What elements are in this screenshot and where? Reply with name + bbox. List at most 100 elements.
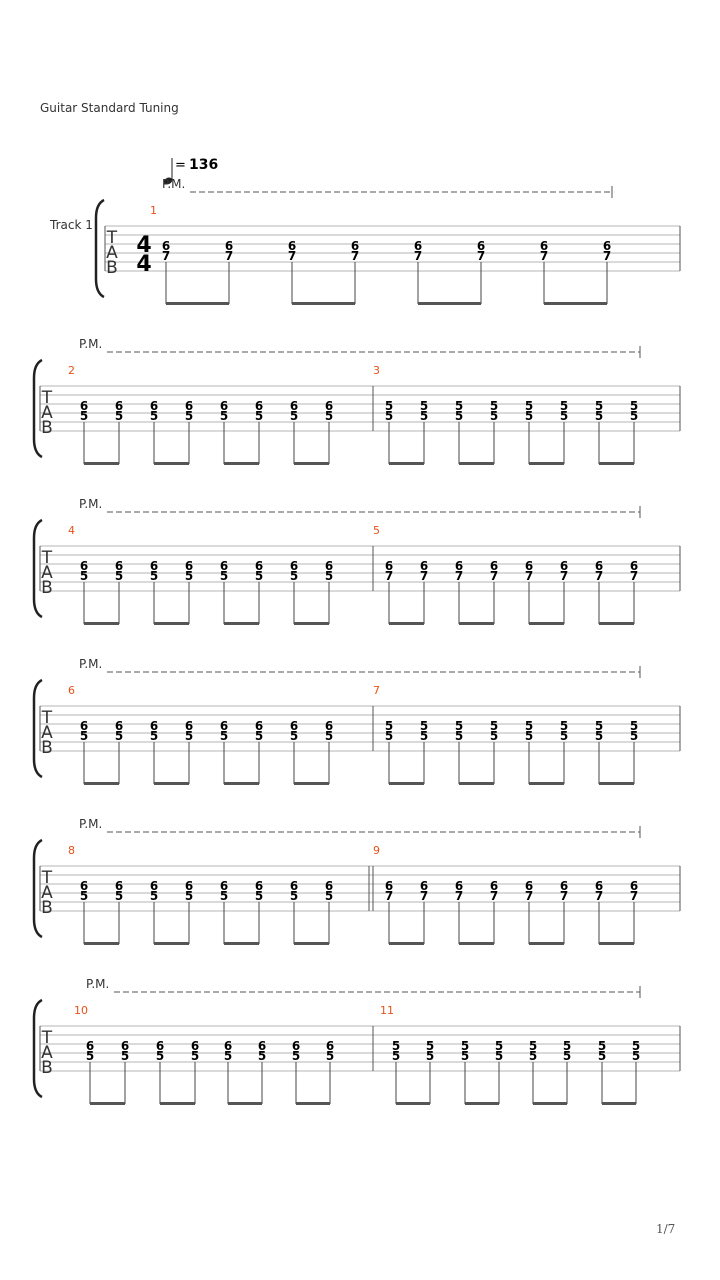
fret-number-string3: 7 [477,249,485,263]
fret-number-string3: 5 [325,889,333,903]
fret-number-string3: 5 [80,889,88,903]
fret-number-string3: 5 [255,569,263,583]
fret-number-string2: 5 [420,719,428,733]
fret-number-string2: 5 [563,1039,571,1053]
fret-number-string3: 5 [255,409,263,423]
fret-number-string2: 6 [80,559,88,573]
tab-clef-letter: B [41,898,53,918]
fret-number-string3: 5 [490,729,498,743]
fret-number-string2: 5 [598,1039,606,1053]
fret-number-string3: 5 [290,409,298,423]
fret-number-string2: 6 [80,399,88,413]
fret-number-string2: 6 [525,879,533,893]
fret-number-string2: 6 [455,879,463,893]
fret-number-string2: 6 [455,559,463,573]
fret-number-string2: 6 [525,559,533,573]
fret-number-string2: 6 [477,239,485,253]
fret-number-string3: 5 [80,409,88,423]
fret-number-string3: 5 [115,889,123,903]
fret-number-string2: 6 [560,879,568,893]
fret-number-string2: 6 [420,879,428,893]
fret-number-string3: 7 [385,889,393,903]
tempo-value: 136 [189,157,218,173]
fret-number-string2: 5 [455,399,463,413]
measure-number: 7 [373,684,380,697]
fret-number-string3: 5 [385,729,393,743]
fret-number-string2: 5 [632,1039,640,1053]
fret-number-string3: 7 [525,569,533,583]
fret-number-string3: 7 [288,249,296,263]
fret-number-string3: 7 [630,889,638,903]
fret-number-string2: 5 [495,1039,503,1053]
system-bracket [32,678,43,779]
fret-number-string3: 5 [455,409,463,423]
system-bracket [32,518,43,619]
fret-number-string3: 7 [455,889,463,903]
fret-number-string3: 5 [420,409,428,423]
fret-number-string2: 6 [255,879,263,893]
fret-number-string3: 5 [115,409,123,423]
tab-clef-letter: B [41,418,53,438]
fret-number-string2: 5 [490,719,498,733]
fret-number-string2: 6 [325,719,333,733]
fret-number-string2: 6 [115,879,123,893]
quarter-note-icon [163,177,173,185]
fret-number-string2: 5 [595,719,603,733]
fret-number-string3: 7 [560,569,568,583]
fret-number-string2: 5 [490,399,498,413]
tab-clef-letter: A [106,243,118,263]
measure-number: 3 [373,364,380,377]
fret-number-string3: 7 [595,889,603,903]
fret-number-string2: 6 [185,559,193,573]
fret-number-string3: 5 [156,1049,164,1063]
fret-number-string2: 5 [630,399,638,413]
fret-number-string3: 7 [540,249,548,263]
fret-number-string3: 5 [560,409,568,423]
fret-number-string2: 6 [121,1039,129,1053]
fret-number-string3: 5 [121,1049,129,1063]
fret-number-string3: 7 [490,889,498,903]
fret-number-string2: 6 [150,879,158,893]
tab-clef-letter: T [41,1028,53,1048]
fret-number-string2: 5 [392,1039,400,1053]
fret-number-string2: 6 [220,719,228,733]
fret-number-string2: 6 [325,879,333,893]
fret-number-string3: 5 [86,1049,94,1063]
fret-number-string2: 6 [325,399,333,413]
fret-number-string3: 5 [185,729,193,743]
fret-number-string2: 5 [420,399,428,413]
fret-number-string3: 5 [220,409,228,423]
fret-number-string3: 5 [525,729,533,743]
fret-number-string2: 5 [426,1039,434,1053]
fret-number-string2: 6 [595,559,603,573]
fret-number-string2: 6 [351,239,359,253]
fret-number-string2: 6 [385,559,393,573]
fret-number-string2: 6 [290,559,298,573]
fret-number-string2: 6 [115,719,123,733]
fret-number-string3: 5 [150,569,158,583]
fret-number-string3: 5 [80,569,88,583]
fret-number-string3: 5 [290,729,298,743]
fret-number-string3: 5 [420,729,428,743]
fret-number-string2: 6 [414,239,422,253]
system-bracket [32,998,43,1099]
fret-number-string3: 7 [225,249,233,263]
fret-number-string2: 5 [560,719,568,733]
tuning-title: Guitar Standard Tuning [40,101,179,115]
fret-number-string3: 5 [495,1049,503,1063]
measure-number: 1 [150,204,157,217]
fret-number-string2: 6 [150,399,158,413]
fret-number-string3: 7 [630,569,638,583]
fret-number-string2: 6 [162,239,170,253]
fret-number-string2: 5 [385,719,393,733]
fret-number-string3: 7 [351,249,359,263]
fret-number-string3: 5 [191,1049,199,1063]
measure-number: 4 [68,524,75,537]
fret-number-string2: 6 [86,1039,94,1053]
track-label: Track 1 [49,218,93,232]
time-signature-top: 4 [136,233,151,258]
fret-number-string2: 6 [326,1039,334,1053]
tab-clef-letter: B [106,258,118,278]
fret-number-string2: 6 [150,559,158,573]
